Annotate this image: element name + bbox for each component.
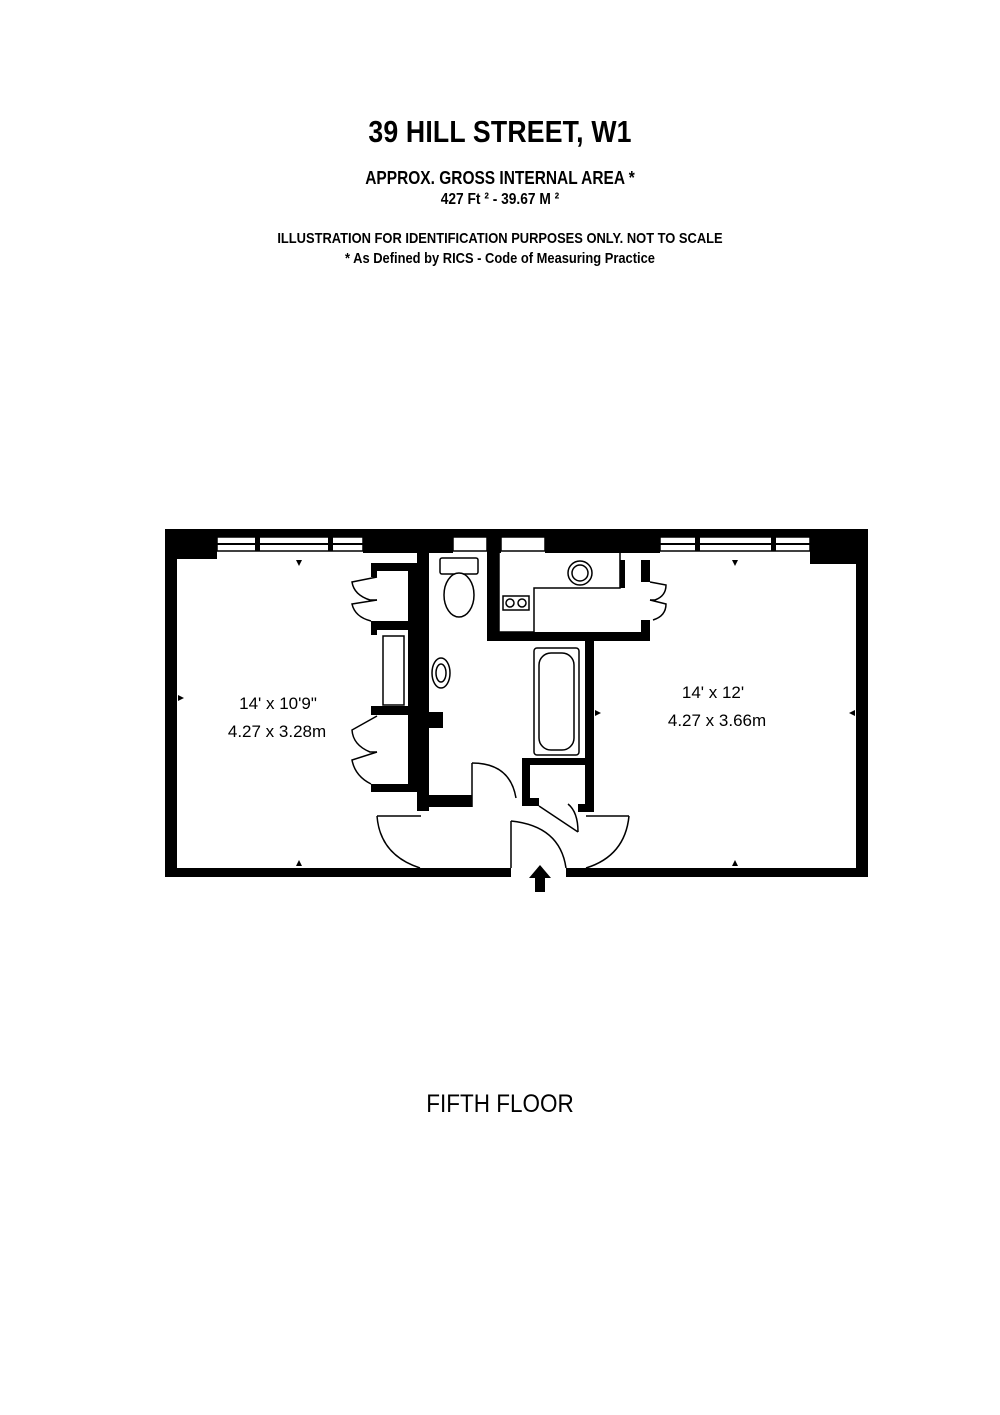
room-left-imperial: 14' x 10'9" (239, 694, 317, 713)
scale-disclaimer: ILLUSTRATION FOR IDENTIFICATION PURPOSES… (277, 230, 723, 247)
floor-name: FIFTH FLOOR (426, 1090, 574, 1118)
gross-area-value: 427 Ft ² - 39.67 M ² (440, 191, 560, 208)
internal-walls (371, 549, 650, 812)
room-right-imperial: 14' x 12' (682, 683, 744, 702)
room-left-label: 14' x 10'9" 4.27 x 3.28m (228, 694, 326, 741)
room-left-metric: 4.27 x 3.28m (228, 722, 326, 741)
dimension-arrows (178, 560, 855, 866)
room-right-metric: 4.27 x 3.66m (668, 711, 766, 730)
windows (216, 536, 811, 552)
outer-walls (165, 529, 868, 877)
room-right-label: 14' x 12' 4.27 x 3.66m (668, 683, 766, 730)
rics-note: * As Defined by RICS - Code of Measuring… (345, 250, 655, 267)
gross-area-label: APPROX. GROSS INTERNAL AREA * (365, 168, 635, 188)
property-address-title: 39 HILL STREET, W1 (368, 114, 632, 149)
fixtures (382, 553, 621, 756)
doors (351, 576, 667, 869)
entrance-arrow-icon (529, 865, 551, 892)
